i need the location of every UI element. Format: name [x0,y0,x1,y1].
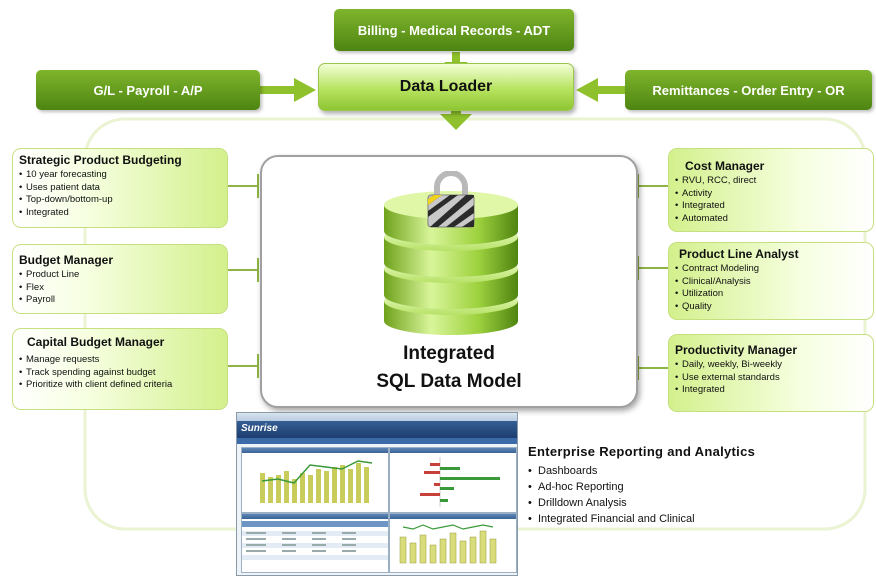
module-item: Manage requests [19,354,221,367]
module-title: Cost Manager [685,159,765,173]
module-item: Top-down/bottom-up [19,194,221,207]
reporting-item: Drilldown Analysis [528,495,828,511]
screenshot-panel-hbar-chart [389,447,517,513]
reporting-item: Ad-hoc Reporting [528,479,828,495]
module-item: Payroll [19,294,221,307]
module-title: Budget Manager [19,253,114,267]
module-item: Integrated [675,200,867,213]
source-left-box: G/L - Payroll - A/P [36,70,260,110]
reporting-item: Dashboards [528,463,828,479]
center-label-line2: SQL Data Model [376,371,522,392]
module-item: Flex [19,282,221,295]
module-product-line-analyst: Product Line Analyst Contract Modeling C… [668,242,874,320]
center-label-line1: Integrated [403,343,495,364]
screenshot-panel-bar-chart [241,447,389,513]
module-item: Contract Modeling [675,263,867,276]
module-item: Integrated [19,207,221,220]
application-screenshot: Sunrise [236,412,518,576]
module-item: Automated [675,213,867,226]
module-item: Prioritize with client defined criteria [19,379,221,392]
module-item: Clinical/Analysis [675,276,867,289]
source-right-box: Remittances - Order Entry - OR [625,70,872,110]
reporting-section: Enterprise Reporting and Analytics Dashb… [528,444,828,527]
module-title: Product Line Analyst [679,247,799,261]
module-strategic-product-budgeting: Strategic Product Budgeting 10 year fore… [12,148,228,228]
module-capital-budget-manager: Capital Budget Manager Manage requests T… [12,328,228,410]
reporting-item: Integrated Financial and Clinical [528,511,828,527]
reporting-title: Enterprise Reporting and Analytics [528,444,756,459]
lock-icon [427,171,475,228]
source-top-box: Billing - Medical Records - ADT [334,9,574,51]
module-item: RVU, RCC, direct [675,175,867,188]
sql-data-model-box: Integrated SQL Data Model [260,155,638,408]
module-budget-manager: Budget Manager Product Line Flex Payroll [12,244,228,314]
module-item: Track spending against budget [19,367,221,380]
module-productivity-manager: Productivity Manager Daily, weekly, Bi-w… [668,334,874,412]
screenshot-panel-combo-chart [389,513,517,573]
module-item: Uses patient data [19,182,221,195]
screenshot-panel-table [241,513,389,573]
module-item: Utilization [675,288,867,301]
screenshot-logo: Sunrise [241,423,278,434]
module-title: Productivity Manager [675,343,798,357]
module-item: Quality [675,301,867,314]
module-item: Daily, weekly, Bi-weekly [675,359,867,372]
module-item: 10 year forecasting [19,169,221,182]
module-item: Product Line [19,269,221,282]
module-item: Activity [675,188,867,201]
module-title: Strategic Product Budgeting [19,153,182,167]
module-item: Integrated [675,384,867,397]
module-cost-manager: Cost Manager RVU, RCC, direct Activity I… [668,148,874,232]
data-loader-box: Data Loader [318,63,574,111]
module-item: Use external standards [675,372,867,385]
module-title: Capital Budget Manager [27,335,165,349]
